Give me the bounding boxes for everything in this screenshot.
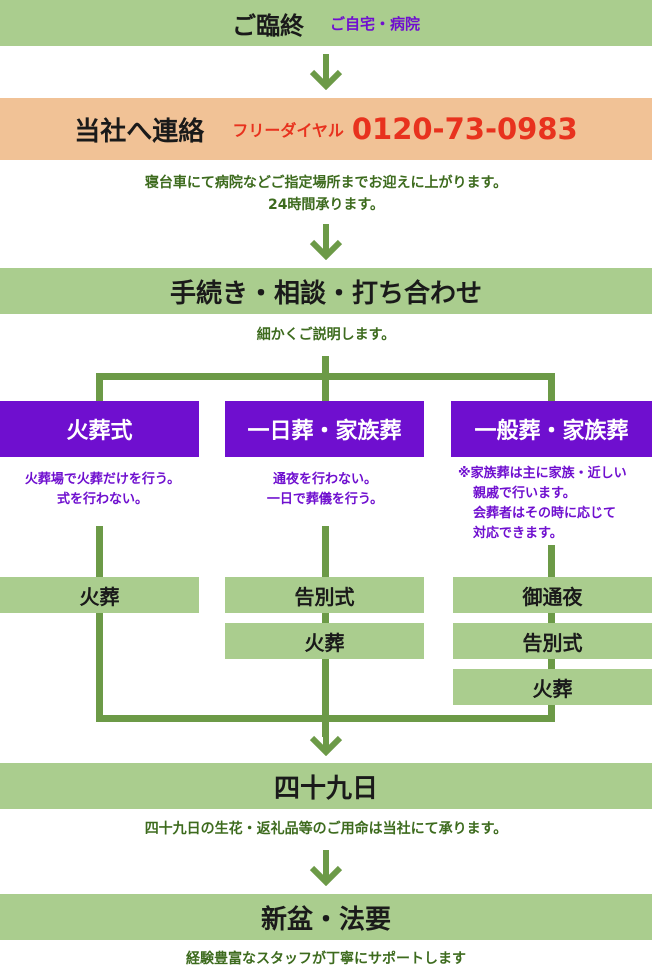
step-memorial-note: 経験豊富なスタッフが丁寧にサポートします — [186, 951, 466, 967]
option-step-label: 告別式 — [294, 584, 355, 609]
option-general-step: 火葬 — [453, 669, 652, 705]
down-arrow-icon — [309, 720, 343, 756]
option-oneday-desc: 通夜を行わない。 一日で葬儀を行う。 — [225, 470, 425, 510]
option-general-step: 告別式 — [453, 623, 652, 659]
option-desc-line: 親戚で行います。 — [473, 486, 576, 501]
option-cremation-box: 火葬式 — [0, 401, 199, 457]
step-deathbed-title: ご臨終 — [231, 11, 304, 40]
option-desc-line: 式を行わない。 — [56, 492, 148, 507]
step-deathbed-bar: ご臨終 ご自宅・病院 — [0, 0, 652, 46]
step-memorial-title: 新盆・法要 — [260, 904, 391, 935]
option-desc-line: 対応できます。 — [473, 526, 563, 541]
free-dial-label: フリーダイヤル — [232, 121, 344, 140]
branch-right-drop — [548, 373, 555, 401]
option-cremation-desc: 火葬場で火葬だけを行う。 式を行わない。 — [0, 470, 205, 510]
left-column-line — [96, 526, 103, 720]
option-oneday-step: 告別式 — [225, 577, 424, 613]
option-oneday-box: 一日葬・家族葬 — [225, 401, 424, 457]
step-contact-note-line: 寝台車にて病院などご指定場所までお迎えに上がります。 — [144, 175, 508, 191]
option-title: 一日葬・家族葬 — [247, 419, 402, 444]
option-oneday-step: 火葬 — [225, 623, 424, 659]
step-contact-note: 寝台車にて病院などご指定場所までお迎えに上がります。 24時間承ります。 — [0, 172, 652, 216]
phone-number[interactable]: 0120-73-0983 — [351, 112, 578, 146]
option-step-label: 火葬 — [304, 630, 345, 655]
option-desc-line: ※家族葬は主に家族・近しい — [458, 466, 627, 481]
option-general-box: 一般葬・家族葬 — [451, 401, 652, 457]
option-general-step: 御通夜 — [453, 577, 652, 613]
option-step-label: 火葬 — [79, 584, 120, 609]
step-consultation-bar: 手続き・相談・打ち合わせ — [0, 268, 652, 314]
down-arrow-icon — [309, 54, 343, 90]
step-consultation-title: 手続き・相談・打ち合わせ — [169, 278, 482, 309]
option-step-label: 告別式 — [522, 630, 583, 655]
option-desc-line: 火葬場で火葬だけを行う。 — [24, 472, 181, 487]
step-consultation-note: 細かくご説明します。 — [256, 327, 396, 343]
step-49days-bar: 四十九日 — [0, 763, 652, 809]
branch-left-drop — [96, 373, 103, 401]
step-deathbed-sub: ご自宅・病院 — [329, 14, 420, 33]
step-49days-note: 四十九日の生花・返礼品等のご用命は当社にて承ります。 — [144, 821, 508, 837]
down-arrow-icon — [309, 850, 343, 886]
branch-top-line — [96, 373, 555, 380]
option-title: 一般葬・家族葬 — [474, 419, 629, 444]
option-desc-line: 通夜を行わない。 — [272, 472, 377, 487]
option-step-label: 御通夜 — [522, 584, 583, 609]
step-49days-title: 四十九日 — [273, 773, 378, 804]
step-contact-note-line: 24時間承ります。 — [267, 197, 385, 213]
step-contact-bar: 当社へ連絡 フリーダイヤル 0120-73-0983 — [0, 98, 652, 160]
option-step-label: 火葬 — [532, 676, 573, 701]
option-title: 火葬式 — [66, 419, 133, 444]
down-arrow-icon — [309, 224, 343, 260]
option-desc-line: 会葬者はその時に応じて — [473, 506, 617, 521]
step-memorial-bar: 新盆・法要 — [0, 894, 652, 940]
option-cremation-step: 火葬 — [0, 577, 199, 613]
option-desc-line: 一日で葬儀を行う。 — [266, 492, 384, 507]
option-general-desc: ※家族葬は主に家族・近しい 親戚で行います。 会葬者はその時に応じて 対応できま… — [458, 464, 652, 544]
step-contact-title: 当社へ連絡 — [74, 116, 205, 147]
